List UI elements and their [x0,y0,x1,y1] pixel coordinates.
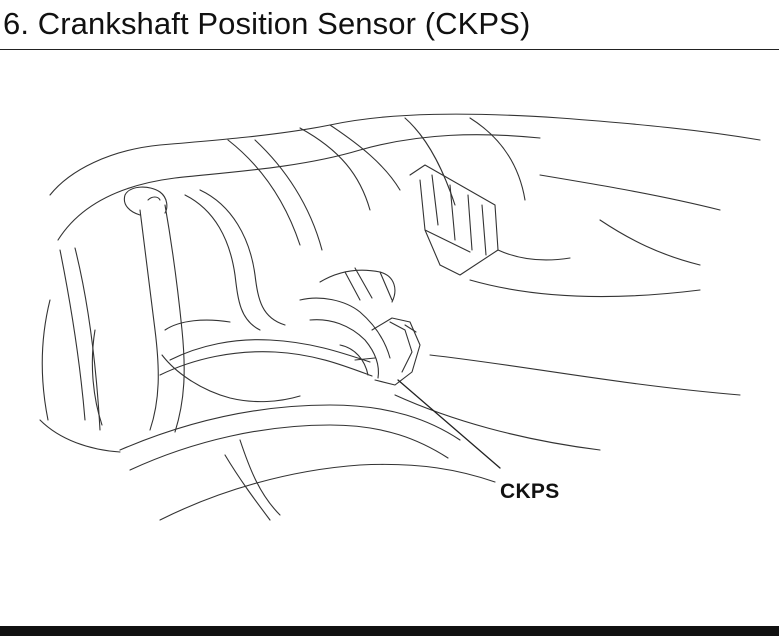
sensor-illustration [0,51,779,619]
crankshaft-position-sensor [299,267,421,386]
section-header: 6. Crankshaft Position Sensor (CKPS) [0,0,779,50]
ckps-callout-label: CKPS [500,480,560,503]
engine-block-contours [394,174,741,451]
lower-block-outline [39,299,496,521]
section-title: 6. Crankshaft Position Sensor (CKPS) [3,6,531,41]
engine-housing-outline [49,113,761,251]
bottom-divider [0,626,779,636]
mounting-bracket [409,164,571,276]
engine-bay-line-drawing [39,113,761,521]
coolant-hose-left [59,186,185,433]
curved-hose [159,189,373,403]
callout-leader-line [397,379,501,469]
